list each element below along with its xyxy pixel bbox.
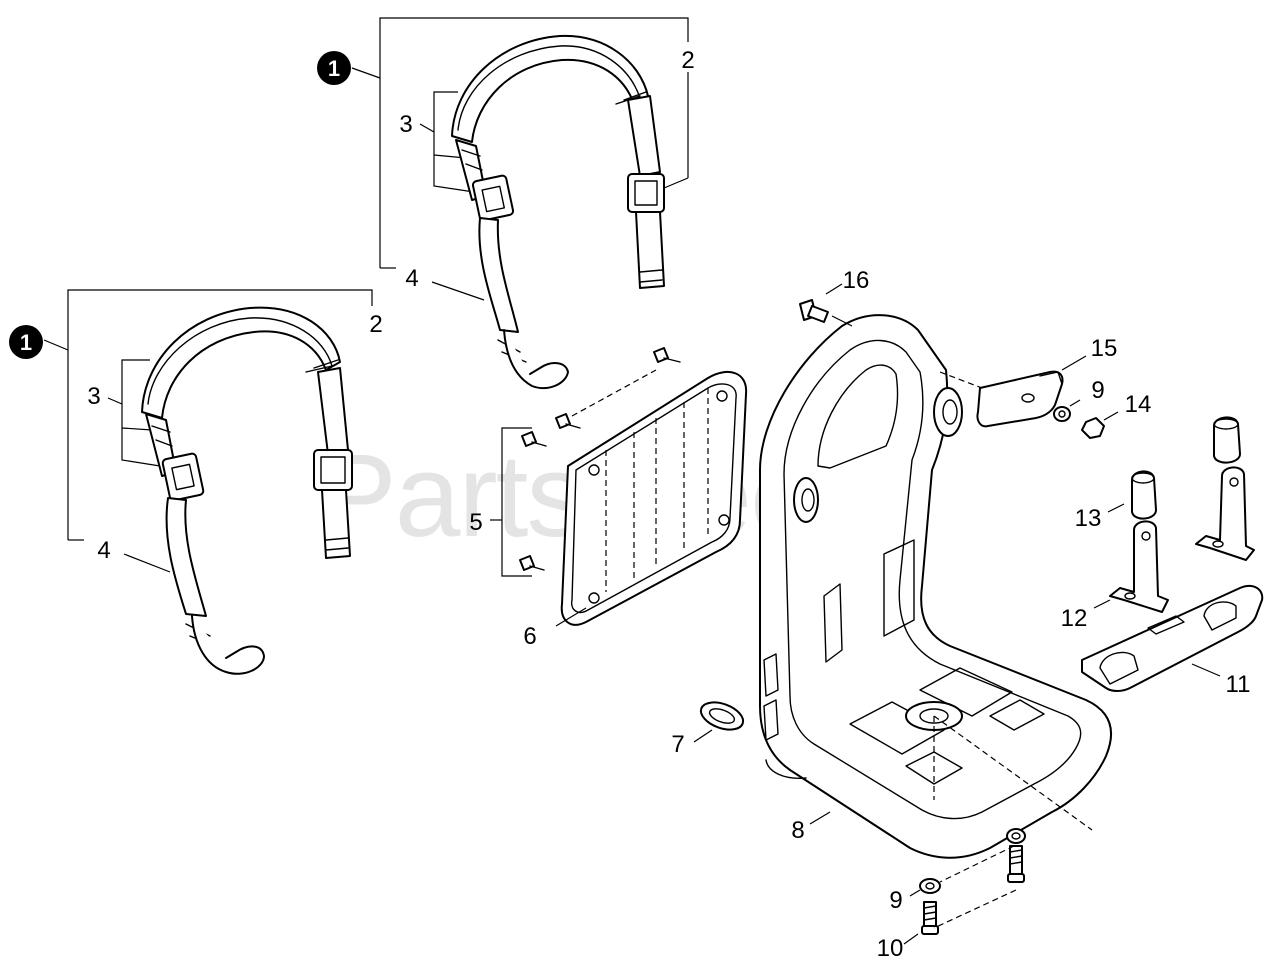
svg-text:1: 1 <box>20 330 32 355</box>
callout-6: 6 <box>523 623 536 650</box>
bracket-12-left <box>1093 520 1169 613</box>
callout-14: 14 <box>1125 391 1152 418</box>
callout-5: 5 <box>469 509 482 536</box>
callout-2-lower: 2 <box>369 311 382 338</box>
callouts: 1 1 2 2 3 3 4 4 5 6 7 8 9 9 10 11 12 13 … <box>9 47 1250 962</box>
callout-3-upper: 3 <box>399 111 412 138</box>
shoulder-strap-lower <box>43 289 373 675</box>
callout-12: 12 <box>1061 605 1088 632</box>
base-plate-11 <box>1081 584 1264 692</box>
callout-9-lower: 9 <box>889 887 902 914</box>
clamp-15 <box>939 355 1087 428</box>
shoulder-strap-upper <box>351 17 689 390</box>
bolt-10-left <box>903 901 939 945</box>
callout-15: 15 <box>1091 335 1118 362</box>
callout-10: 10 <box>877 935 904 962</box>
callout-11: 11 <box>1226 671 1251 698</box>
callout-3-lower: 3 <box>87 383 100 410</box>
backpack-frame <box>759 314 1113 859</box>
callout-13: 13 <box>1075 505 1102 532</box>
callout-16: 16 <box>843 267 870 294</box>
bolt-10-right <box>933 828 1026 929</box>
washer-9-lower <box>909 878 941 897</box>
callout-4-upper: 4 <box>405 265 418 292</box>
screws-back-pad <box>490 347 681 577</box>
cushion-13-right <box>1213 416 1241 464</box>
callout-9-upper: 9 <box>1091 377 1104 404</box>
bolt-16 <box>799 283 853 327</box>
callout-7: 7 <box>671 731 684 758</box>
back-pad-plate <box>555 370 748 627</box>
washer-9-upper <box>1053 399 1081 422</box>
cushion-13-left <box>1107 470 1157 520</box>
grommet <box>693 701 745 743</box>
callout-8: 8 <box>791 817 804 844</box>
callout-2-upper: 2 <box>681 47 694 74</box>
bracket-12-right <box>1195 466 1255 561</box>
assembly-badge-upper: 1 <box>317 51 351 85</box>
assembly-badge-lower: 1 <box>9 325 43 359</box>
svg-text:1: 1 <box>328 56 340 81</box>
nut-14 <box>1081 411 1119 439</box>
callout-4-lower: 4 <box>97 537 110 564</box>
